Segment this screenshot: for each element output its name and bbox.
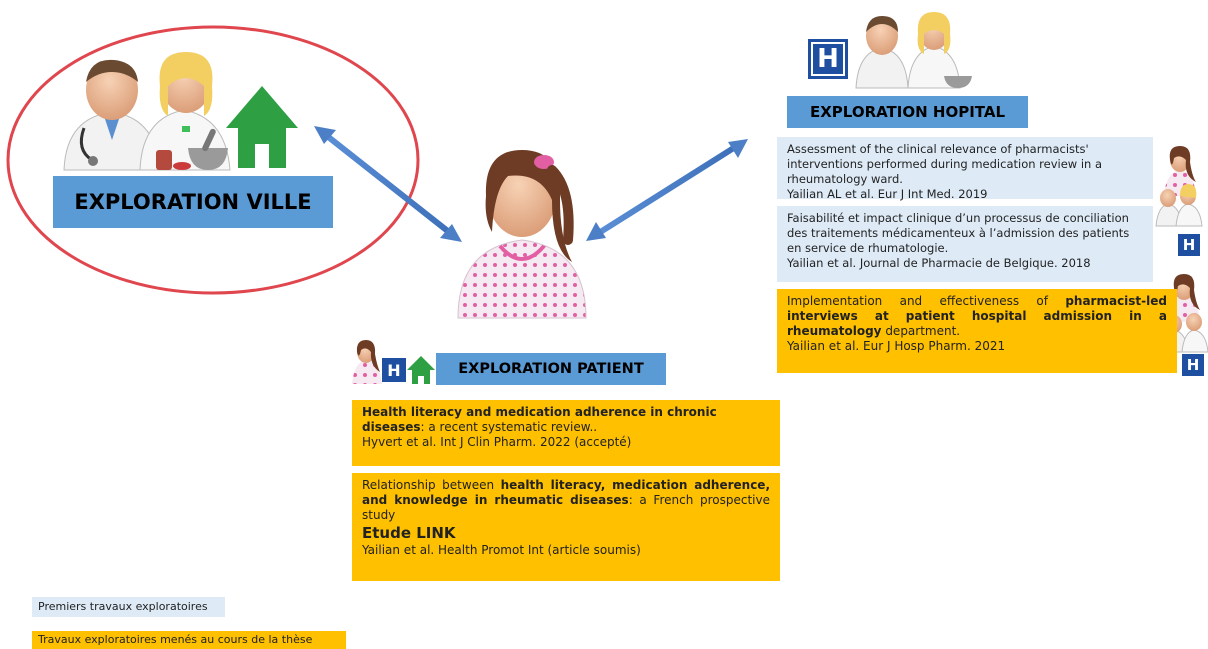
hopital-ref-3-text-pre: Implementation and effectiveness of xyxy=(787,294,1066,308)
legend-item-initial-label: Premiers travaux exploratoires xyxy=(38,600,208,613)
hospital-doctor-icon xyxy=(855,16,909,89)
patient-label-hospital-letter: H xyxy=(387,360,401,380)
hopital-label: EXPLORATION HOPITAL xyxy=(787,96,1028,128)
patient-ref-2-text-pre: Relationship between xyxy=(362,478,501,492)
doctor-icon xyxy=(63,59,161,171)
patient-ref-2-citation: Yailian et al. Health Promot Int (articl… xyxy=(362,543,641,557)
hospital-icon-letter: H xyxy=(817,44,839,74)
hopital-ref-3-citation: Yailian et al. Eur J Hosp Pharm. 2021 xyxy=(787,339,1006,353)
hopital-ref-2-text: Faisabilité et impact clinique d’un proc… xyxy=(787,211,1130,255)
hopital-ref-1: Assessment of the clinical relevance of … xyxy=(777,137,1153,201)
hospital-icon xyxy=(808,39,848,79)
card2-hospital-letter: H xyxy=(1182,236,1196,254)
card2-hospital-icon xyxy=(1178,234,1200,256)
patient-label-patient-icon xyxy=(352,340,382,384)
legend-item-thesis-label: Travaux exploratoires menés au cours de … xyxy=(38,633,313,646)
patient-ref-1-text-bold: Health literacy and medication adherence… xyxy=(362,405,717,434)
patient-label: EXPLORATION PATIENT xyxy=(436,353,666,385)
hopital-ref-1-citation: Yailian AL et al. Eur J Int Med. 2019 xyxy=(787,187,988,201)
hopital-ref-2: Faisabilité et impact clinique d’un proc… xyxy=(777,206,1153,282)
hopital-ref-3: Implementation and effectiveness of phar… xyxy=(777,289,1177,373)
patient-icon xyxy=(457,150,587,319)
card2-staff-icon xyxy=(1155,184,1203,227)
ville-label: EXPLORATION VILLE xyxy=(53,176,333,228)
patient-ref-2-etude: Etude LINK xyxy=(362,524,456,542)
legend-item-thesis: Travaux exploratoires menés au cours de … xyxy=(32,631,346,649)
patient-label-hospital-icon xyxy=(382,358,406,382)
card3-hospital-icon xyxy=(1182,354,1204,376)
hopital-ref-1-text: Assessment of the clinical relevance of … xyxy=(787,142,1103,186)
patient-ref-2-text-post: : a French prospective study xyxy=(362,493,771,522)
patient-ref-1-text-post: : a recent systematic review.. xyxy=(420,420,598,434)
legend-item-initial: Premiers travaux exploratoires xyxy=(32,597,225,617)
patient-ref-1-citation: Hyvert et al. Int J Clin Pharm. 2022 (ac… xyxy=(362,435,632,449)
mortar-icon xyxy=(156,128,228,170)
card3-hospital-letter: H xyxy=(1186,356,1200,374)
patient-ref-1: Health literacy and medication adherence… xyxy=(352,400,780,466)
card1-patient-icon xyxy=(1164,146,1196,196)
hopital-ref-3-text-bold: pharmacist-led interviews at patient hos… xyxy=(787,294,1167,338)
hospital-pharmacist-icon xyxy=(907,12,972,89)
ville-ellipse xyxy=(6,25,420,295)
arrow-patient-hopital xyxy=(586,139,748,241)
hopital-ref-2-citation: Yailian et al. Journal de Pharmacie de B… xyxy=(787,256,1091,270)
patient-ref-2-text-bold: health literacy, medication adherence, a… xyxy=(362,478,771,507)
hopital-ref-3-text-post: department. xyxy=(881,324,961,338)
patient-ref-2: Relationship between health literacy, me… xyxy=(352,473,780,581)
arrow-ville-patient xyxy=(314,126,462,242)
patient-label-house-icon xyxy=(407,356,435,384)
house-icon xyxy=(226,86,298,168)
